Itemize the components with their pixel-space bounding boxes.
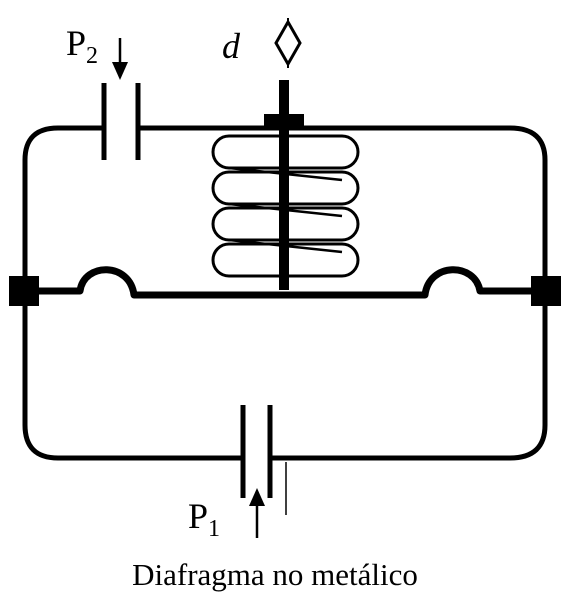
lower-port xyxy=(240,405,287,515)
double-arrow-diamond-icon xyxy=(274,18,302,68)
left-clamp xyxy=(9,276,39,306)
label-p2: P2 xyxy=(66,23,98,69)
arrow-down-icon xyxy=(112,38,128,80)
right-clamp xyxy=(531,276,561,306)
label-d: d xyxy=(222,26,241,66)
label-p1: P1 xyxy=(188,496,220,542)
upper-port xyxy=(101,83,141,160)
diaphragm xyxy=(39,266,531,299)
caption: Diafragma no metálico xyxy=(132,557,418,592)
arrow-up-icon xyxy=(249,488,265,538)
stem-rod xyxy=(264,80,304,290)
